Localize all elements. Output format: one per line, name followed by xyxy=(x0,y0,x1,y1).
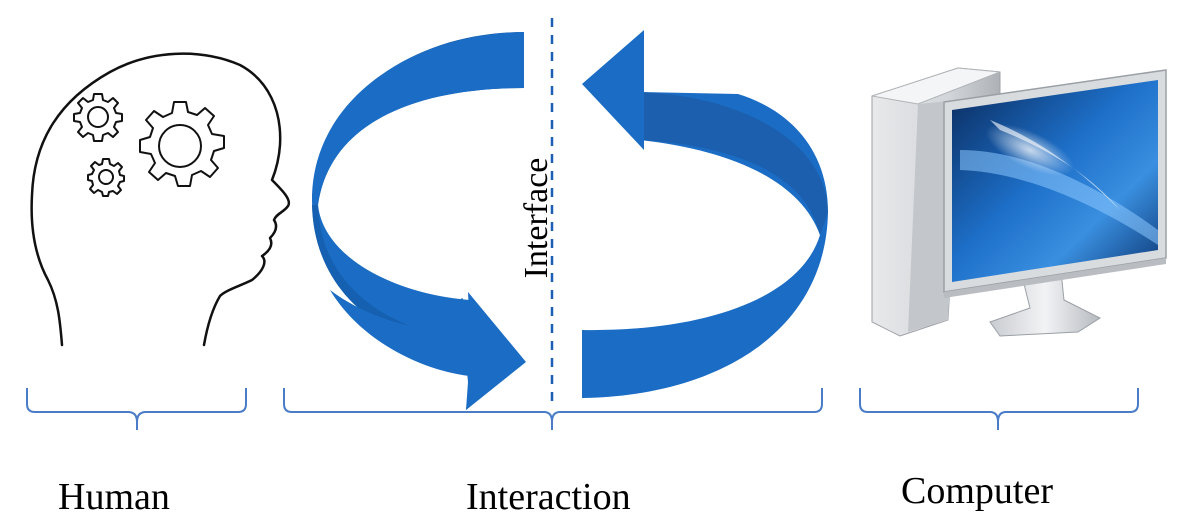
gear-small-icon xyxy=(73,93,123,142)
interface-label: Interface xyxy=(518,157,555,279)
interaction-label: Interaction xyxy=(466,476,631,518)
arrow-left-body xyxy=(312,32,524,352)
head-outline xyxy=(30,52,291,347)
bracket-interaction xyxy=(283,388,823,430)
computer-label: Computer xyxy=(901,470,1053,512)
desktop-computer-icon xyxy=(871,67,1167,337)
human-label: Human xyxy=(58,476,170,518)
head-with-gears-icon xyxy=(30,52,291,347)
arrow-computer-to-human xyxy=(582,30,828,398)
gear-tiny-icon xyxy=(87,158,125,197)
bracket-computer xyxy=(859,388,1139,430)
bracket-human xyxy=(26,388,247,430)
arrow-right-fold xyxy=(640,92,828,235)
arrow-human-to-computer xyxy=(312,32,526,410)
arrow-right-head xyxy=(582,30,644,150)
gear-large-icon xyxy=(139,101,225,187)
